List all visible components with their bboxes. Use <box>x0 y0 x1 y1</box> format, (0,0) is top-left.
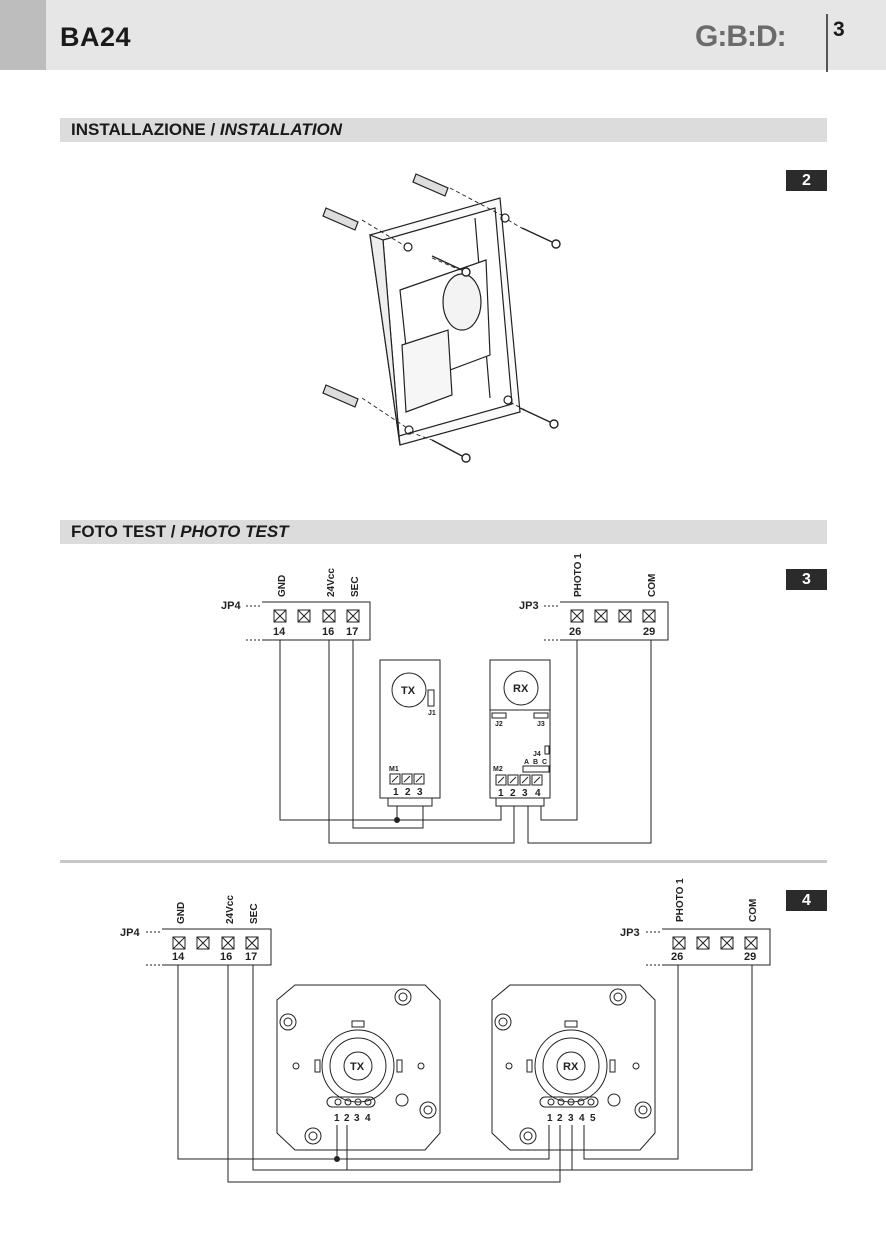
fig3-j4-c: C <box>542 759 547 766</box>
fig3-term-26: 26 <box>569 626 581 638</box>
fig3-tx-terminals <box>389 773 425 785</box>
figure-separator <box>60 860 827 863</box>
model-name: BA24 <box>60 22 132 52</box>
section-installation: INSTALLAZIONE / INSTALLATION <box>60 118 827 142</box>
fig4-tx-pin-4: 4 <box>365 1113 371 1124</box>
fig3-m2-label: M2 <box>493 766 503 773</box>
fig3-tx-label: TX <box>401 685 416 697</box>
fig3-tx-pin-1: 1 <box>393 787 399 798</box>
fig3-term-14: 14 <box>273 626 286 638</box>
fig3-rx-label: RX <box>513 683 529 695</box>
fig4-wiring <box>177 965 753 1183</box>
fig3-rx-pin-3: 3 <box>522 788 528 799</box>
section-installation-title: INSTALLAZIONE / <box>71 120 220 139</box>
header-tab <box>0 0 46 70</box>
fig3-jp4-block <box>262 601 371 641</box>
fig4-jp3-label: JP3 <box>620 927 640 939</box>
fig3-j4-a: A <box>524 759 529 766</box>
fig3-jp3-terminals <box>570 609 656 623</box>
section-photo-test-title-italic: PHOTO TEST <box>180 522 289 541</box>
fig3-tx-pin-2: 2 <box>405 787 411 798</box>
fig4-term-16: 16 <box>220 951 232 963</box>
fig4-sec-label: SEC <box>249 903 260 924</box>
fig3-term-16: 16 <box>322 626 334 638</box>
section-photo-test: FOTO TEST / PHOTO TEST <box>60 520 827 544</box>
fig3-jp3-block <box>560 601 669 641</box>
fig4-jp4-label: JP4 <box>120 927 140 939</box>
fig4-gnd-label: GND <box>176 902 187 924</box>
fig3-m1-label: M1 <box>389 766 399 773</box>
fig3-jp4-terminals <box>273 609 360 623</box>
fig4-jp3-terminals <box>672 936 758 950</box>
fig3-rx-pin-2: 2 <box>510 788 516 799</box>
fig3-j4-b: B <box>533 759 538 766</box>
figure-number-4: 4 <box>786 890 827 911</box>
brand-logo: G:B:D: <box>695 20 787 53</box>
fig3-rx-pin-4: 4 <box>535 788 541 799</box>
fig3-term-29: 29 <box>643 626 655 638</box>
section-installation-title-italic: INSTALLATION <box>219 120 343 139</box>
fig3-tx-pin-3: 3 <box>417 787 423 798</box>
fig4-jp3-block <box>662 928 771 966</box>
fig3-j4-label: J4 <box>533 751 541 758</box>
fig3-sec-label: SEC <box>350 576 361 597</box>
fig4-term-14: 14 <box>172 951 185 963</box>
fig3-24v-label: 24Vcc <box>326 568 337 597</box>
header-divider <box>826 14 828 72</box>
fig4-term-17: 17 <box>245 951 257 963</box>
fig4-rx-pin-3: 3 <box>568 1113 574 1124</box>
fig4-com-label: COM <box>748 899 759 922</box>
fig4-jp4-terminals <box>172 936 259 950</box>
figure-number-3: 3 <box>786 569 827 590</box>
fig3-jp4-label: JP4 <box>221 600 241 612</box>
fig4-rx-label: RX <box>563 1061 579 1073</box>
fig4-rx-pin-5: 5 <box>590 1113 596 1124</box>
fig3-rx-terminals <box>495 774 543 786</box>
fig3-photo-label: PHOTO 1 <box>573 553 584 597</box>
fig4-tx-pin-1: 1 <box>334 1113 340 1124</box>
fig3-jp3-label: JP3 <box>519 600 539 612</box>
fig4-tx-plate <box>276 984 441 1151</box>
fig4-rx-pin-2: 2 <box>557 1113 563 1124</box>
fig3-j1-label: J1 <box>428 710 436 717</box>
fig3-j3-label: J3 <box>537 721 545 728</box>
page-header: BA24 G:B:D: 3 <box>0 0 886 72</box>
fig3-com-label: COM <box>647 574 658 597</box>
fig4-24v-label: 24Vcc <box>225 895 236 924</box>
figure-number-2: 2 <box>786 170 827 191</box>
fig4-jp4-block <box>162 928 272 966</box>
fig4-tx-label: TX <box>350 1061 365 1073</box>
fig4-photo-label: PHOTO 1 <box>675 878 686 922</box>
fig3-j2-label: J2 <box>495 721 503 728</box>
fig4-rx-plate <box>491 984 656 1151</box>
fig3-rx-pin-1: 1 <box>498 788 504 799</box>
fig4-rx-pin-1: 1 <box>547 1113 553 1124</box>
fig4-term-29: 29 <box>744 951 756 963</box>
page-number: 3 <box>833 18 845 41</box>
section-photo-test-title: FOTO TEST / <box>71 522 181 541</box>
fig4-tx-pin-3: 3 <box>354 1113 360 1124</box>
fig3-wiring <box>279 640 652 844</box>
fig4-rx-pin-4: 4 <box>579 1113 585 1124</box>
fig3-gnd-label: GND <box>277 575 288 597</box>
fig3-term-17: 17 <box>346 626 358 638</box>
fig4-term-26: 26 <box>671 951 683 963</box>
fig4-tx-pin-2: 2 <box>344 1113 350 1124</box>
